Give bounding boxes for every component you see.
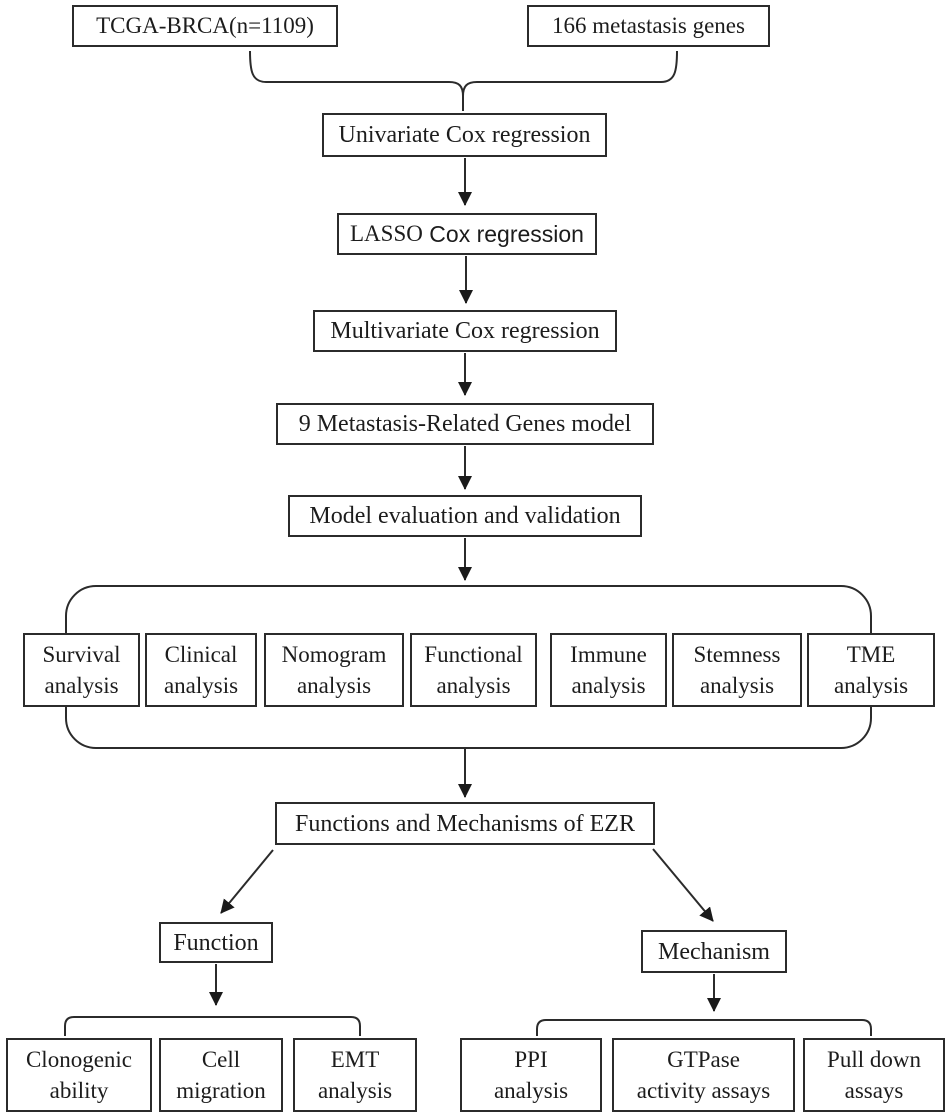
label-line1: Functional	[424, 642, 523, 667]
node-mrg-model: 9 Metastasis-Related Genes model	[276, 403, 654, 445]
node-clonogenic-ability: Clonogenic ability	[6, 1038, 152, 1112]
node-mrg-model-label: 9 Metastasis-Related Genes model	[298, 411, 632, 437]
node-stemness-analysis: Stemness analysis	[672, 633, 802, 707]
label-line1: Clonogenic	[25, 1047, 133, 1072]
node-model-evaluation: Model evaluation and validation	[288, 495, 642, 537]
node-multivariate-cox: Multivariate Cox regression	[313, 310, 617, 352]
node-lasso-suffix: Cox regression	[429, 220, 584, 247]
label-line1: EMT	[330, 1047, 380, 1072]
node-mechanism: Mechanism	[641, 930, 787, 973]
label-line2: activity assays	[636, 1078, 771, 1103]
label-line2: analysis	[163, 673, 239, 698]
label-line2: analysis	[571, 673, 646, 698]
node-gtpase-activity-assays: GTPase activity assays	[612, 1038, 795, 1112]
label-line2: analysis	[436, 673, 511, 698]
node-ppi-analysis: PPI analysis	[460, 1038, 602, 1112]
node-multivariate-cox-label: Multivariate Cox regression	[330, 318, 600, 344]
label-line2: analysis	[296, 673, 372, 698]
node-ezr-functions-mechanisms: Functions and Mechanisms of EZR	[275, 802, 655, 845]
node-clinical-analysis: Clinical analysis	[145, 633, 257, 707]
label-line1: Immune	[570, 642, 647, 667]
node-survival-analysis: Survival analysis	[23, 633, 140, 707]
node-mechanism-label: Mechanism	[658, 938, 770, 965]
bracket-function-items	[64, 1016, 361, 1036]
label-line1: GTPase	[667, 1047, 740, 1072]
label-line1: Clinical	[164, 642, 238, 667]
label-line1: PPI	[514, 1047, 548, 1072]
label-line1: Survival	[42, 642, 121, 667]
node-univariate-cox: Univariate Cox regression	[322, 113, 607, 157]
node-tcga-brca-label: TCGA-BRCA(n=1109)	[96, 12, 314, 38]
label-line1: Nomogram	[281, 642, 387, 667]
node-function: Function	[159, 922, 273, 963]
node-univariate-cox-label: Univariate Cox regression	[338, 122, 591, 148]
node-tme-analysis: TME analysis	[807, 633, 935, 707]
brace-inputs-left	[249, 50, 464, 111]
node-nomogram-analysis: Nomogram analysis	[264, 633, 404, 707]
node-functional-analysis: Functional analysis	[410, 633, 537, 707]
label-line1: TME	[846, 642, 896, 667]
node-lasso-prefix: LASSO	[350, 220, 423, 246]
node-model-evaluation-label: Model evaluation and validation	[309, 503, 621, 529]
label-line2: migration	[176, 1078, 266, 1103]
node-metastasis-genes: 166 metastasis genes	[527, 5, 770, 47]
label-line1: Pull down	[827, 1047, 921, 1072]
arrow-ezr-to-mechanism	[652, 848, 714, 922]
label-line2: analysis	[493, 1078, 569, 1103]
label-line2: analysis	[44, 673, 119, 698]
node-metastasis-genes-label: 166 metastasis genes	[552, 12, 745, 38]
label-line2: analysis	[699, 673, 775, 698]
node-emt-analysis: EMT analysis	[293, 1038, 417, 1112]
node-immune-analysis: Immune analysis	[550, 633, 667, 707]
label-line2: assays	[844, 1078, 904, 1103]
node-ezr-label: Functions and Mechanisms of EZR	[295, 810, 635, 837]
node-tcga-brca: TCGA-BRCA(n=1109)	[72, 5, 338, 47]
node-function-label: Function	[173, 929, 259, 956]
bracket-mechanism-items	[536, 1019, 872, 1036]
label-line1: Cell	[201, 1047, 241, 1072]
label-line2: ability	[49, 1078, 109, 1103]
brace-inputs-right	[462, 50, 678, 97]
node-cell-migration: Cell migration	[159, 1038, 283, 1112]
arrow-ezr-to-function	[220, 849, 274, 914]
label-line1: Stemness	[693, 642, 781, 667]
label-line2: analysis	[833, 673, 909, 698]
node-pull-down-assays: Pull down assays	[803, 1038, 945, 1112]
label-line2: analysis	[317, 1078, 393, 1103]
